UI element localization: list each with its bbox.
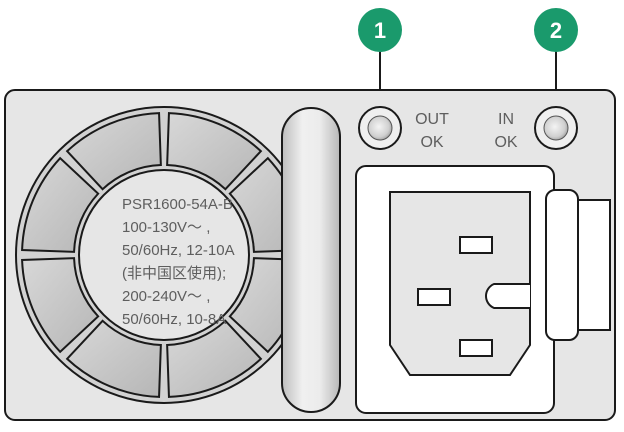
callout-2-number: 2: [550, 18, 562, 43]
socket-pin-left: [417, 288, 451, 306]
fan-label: PSR1600-54A-B 100-130V～ , 50/60Hz, 12-10…: [122, 196, 235, 328]
fan-blade: [21, 257, 100, 354]
socket-notch: [485, 283, 530, 309]
fan-label-line: PSR1600-54A-B: [122, 196, 233, 213]
led-in-ok-lens: [543, 115, 569, 141]
callout-2-circle: [534, 8, 578, 52]
fan-blade: [166, 319, 263, 398]
cord-retention-clip[interactable]: [545, 189, 579, 341]
fan-label-line: (非中国区使用);: [122, 265, 226, 282]
fan-label-line: 100-130V～ ,: [122, 219, 210, 236]
led-in-label-line2: OK: [494, 134, 517, 151]
socket-pin-bottom: [459, 339, 493, 357]
callout-1-circle: [358, 8, 402, 52]
fan-label-line: 50/60Hz, 10-8A: [122, 311, 226, 328]
power-socket[interactable]: [389, 191, 531, 376]
fan-blade: [65, 112, 162, 191]
callout-1-number: 1: [374, 18, 386, 43]
fan-blade: [21, 156, 100, 253]
socket-pin-top: [459, 236, 493, 254]
fan-label-line: 50/60Hz, 12-10A: [122, 242, 235, 259]
fan-hub: [78, 169, 250, 341]
led-out-label-line2: OK: [420, 134, 443, 151]
psu-handle[interactable]: [281, 107, 341, 413]
led-out-ok-lens: [367, 115, 393, 141]
fan-label-line: 200-240V～ ,: [122, 288, 210, 305]
fan-blade: [166, 112, 263, 191]
fan-blade: [65, 319, 162, 398]
led-out-label-line1: OUT: [415, 111, 449, 128]
led-in-label-line1: IN: [498, 111, 514, 128]
